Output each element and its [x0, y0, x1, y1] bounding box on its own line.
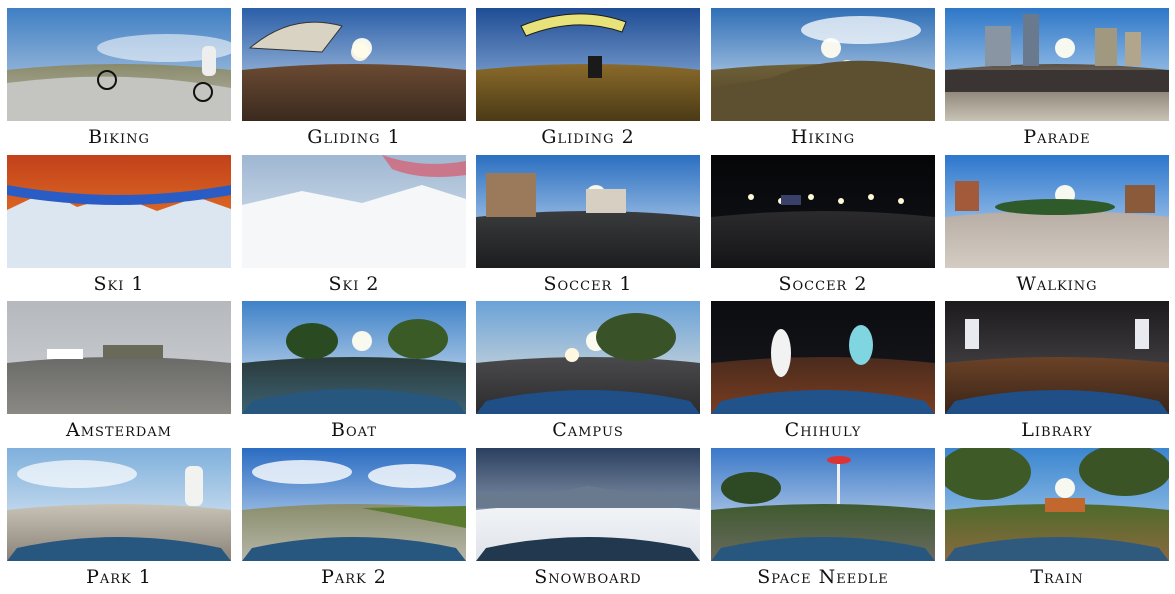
panel-caption: Park 1	[86, 566, 152, 588]
panel-gliding-2: Gliding 2	[476, 8, 700, 154]
panorama-thumbnail	[242, 301, 466, 414]
panel-caption: Soccer 1	[543, 273, 633, 295]
panel-caption: Library	[1021, 419, 1093, 441]
panel-park-2: Park 2	[242, 448, 466, 594]
panorama-thumbnail	[242, 8, 466, 121]
panel-ski-2: Ski 2	[242, 155, 466, 301]
panorama-image	[7, 448, 231, 561]
panorama-thumbnail	[242, 448, 466, 561]
panorama-image	[242, 448, 466, 561]
panorama-image	[711, 155, 935, 268]
panorama-thumbnail	[711, 155, 935, 268]
panorama-image	[945, 155, 1169, 268]
panorama-image	[711, 301, 935, 414]
panorama-image	[7, 155, 231, 268]
panel-snowboard: Snowboard	[476, 448, 700, 594]
panel-caption: Walking	[1016, 273, 1098, 295]
panel-caption: Parade	[1023, 126, 1091, 148]
panorama-image	[476, 301, 700, 414]
panorama-thumbnail	[945, 301, 1169, 414]
panorama-thumbnail	[476, 448, 700, 561]
panorama-thumbnail	[476, 8, 700, 121]
panorama-image	[945, 301, 1169, 414]
panel-caption: Biking	[88, 126, 150, 148]
panorama-image	[476, 8, 700, 121]
panorama-image	[7, 301, 231, 414]
panorama-thumbnail	[945, 155, 1169, 268]
panel-hiking: Hiking	[711, 8, 935, 154]
panel-caption: Chihuly	[784, 419, 862, 441]
panorama-image	[711, 448, 935, 561]
panorama-image	[476, 448, 700, 561]
panorama-thumbnail	[7, 155, 231, 268]
panel-caption: Ski 2	[328, 273, 380, 295]
panorama-image	[242, 8, 466, 121]
panorama-thumbnail	[476, 301, 700, 414]
panel-caption: Soccer 2	[778, 273, 868, 295]
panorama-thumbnail	[945, 448, 1169, 561]
panel-parade: Parade	[945, 8, 1169, 154]
panel-library: Library	[945, 301, 1169, 447]
panel-amsterdam: Amsterdam	[7, 301, 231, 447]
panorama-thumbnail	[945, 8, 1169, 121]
panel-caption: Park 2	[321, 566, 387, 588]
panel-caption: Snowboard	[534, 566, 642, 588]
panel-caption: Hiking	[790, 126, 856, 148]
panorama-thumbnail	[7, 448, 231, 561]
panorama-thumbnail	[7, 301, 231, 414]
panel-chihuly: Chihuly	[711, 301, 935, 447]
panorama-thumbnail	[476, 155, 700, 268]
panorama-image	[242, 155, 466, 268]
panel-caption: Gliding 2	[541, 126, 635, 148]
panel-space-needle: Space Needle	[711, 448, 935, 594]
panorama-thumbnail	[711, 301, 935, 414]
panel-caption: Ski 1	[93, 273, 145, 295]
panel-train: Train	[945, 448, 1169, 594]
panorama-image	[945, 448, 1169, 561]
panel-caption: Train	[1030, 566, 1084, 588]
panel-caption: Amsterdam	[65, 419, 172, 441]
panel-soccer-2: Soccer 2	[711, 155, 935, 301]
panel-caption: Space Needle	[757, 566, 889, 588]
panorama-image	[476, 155, 700, 268]
panel-soccer-1: Soccer 1	[476, 155, 700, 301]
panel-gliding-1: Gliding 1	[242, 8, 466, 154]
panorama-thumbnail	[242, 155, 466, 268]
panel-boat: Boat	[242, 301, 466, 447]
panel-biking: Biking	[7, 8, 231, 154]
panel-caption: Campus	[552, 419, 624, 441]
panel-walking: Walking	[945, 155, 1169, 301]
panel-campus: Campus	[476, 301, 700, 447]
panorama-image	[711, 8, 935, 121]
panorama-thumbnail	[7, 8, 231, 121]
panorama-thumbnail	[711, 448, 935, 561]
panel-caption: Gliding 1	[307, 126, 401, 148]
panorama-image	[7, 8, 231, 121]
panel-caption: Boat	[331, 419, 377, 441]
panorama-image	[242, 301, 466, 414]
panel-park-1: Park 1	[7, 448, 231, 594]
panel-ski-1: Ski 1	[7, 155, 231, 301]
panorama-image	[945, 8, 1169, 121]
panorama-thumbnail	[711, 8, 935, 121]
